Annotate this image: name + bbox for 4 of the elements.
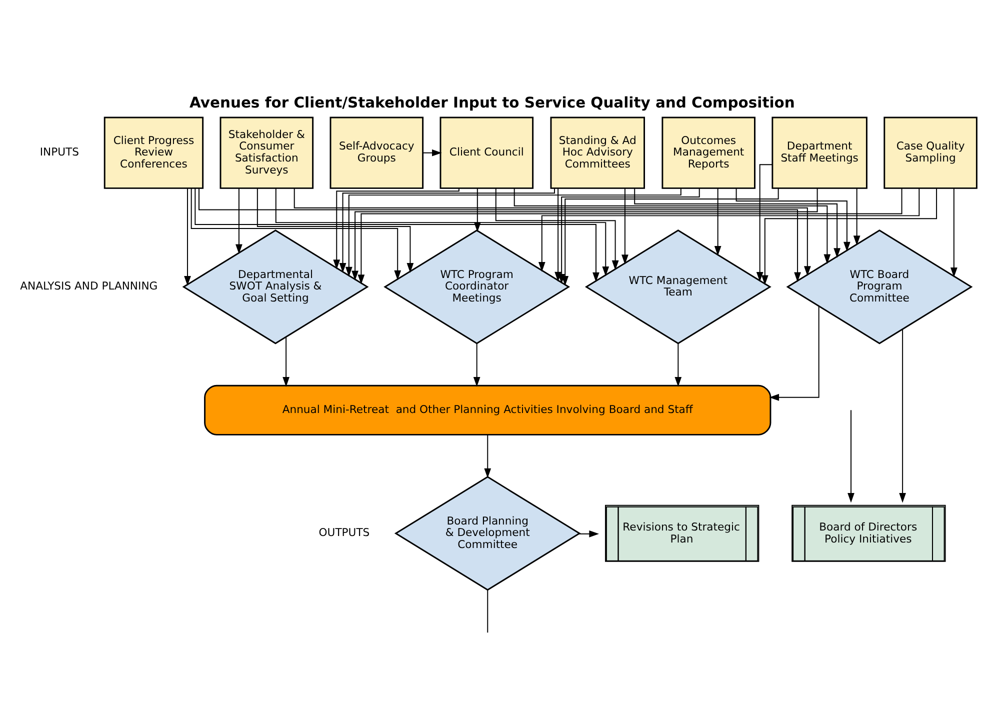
label: OUTPUTS: [318, 526, 370, 540]
diagram-title: Avenues for Client/Stakeholder Input to Service Quality and Composition: [190, 94, 795, 112]
label: ANALYSIS AND PLANNING: [20, 280, 158, 293]
label: INPUTS: [40, 146, 79, 159]
